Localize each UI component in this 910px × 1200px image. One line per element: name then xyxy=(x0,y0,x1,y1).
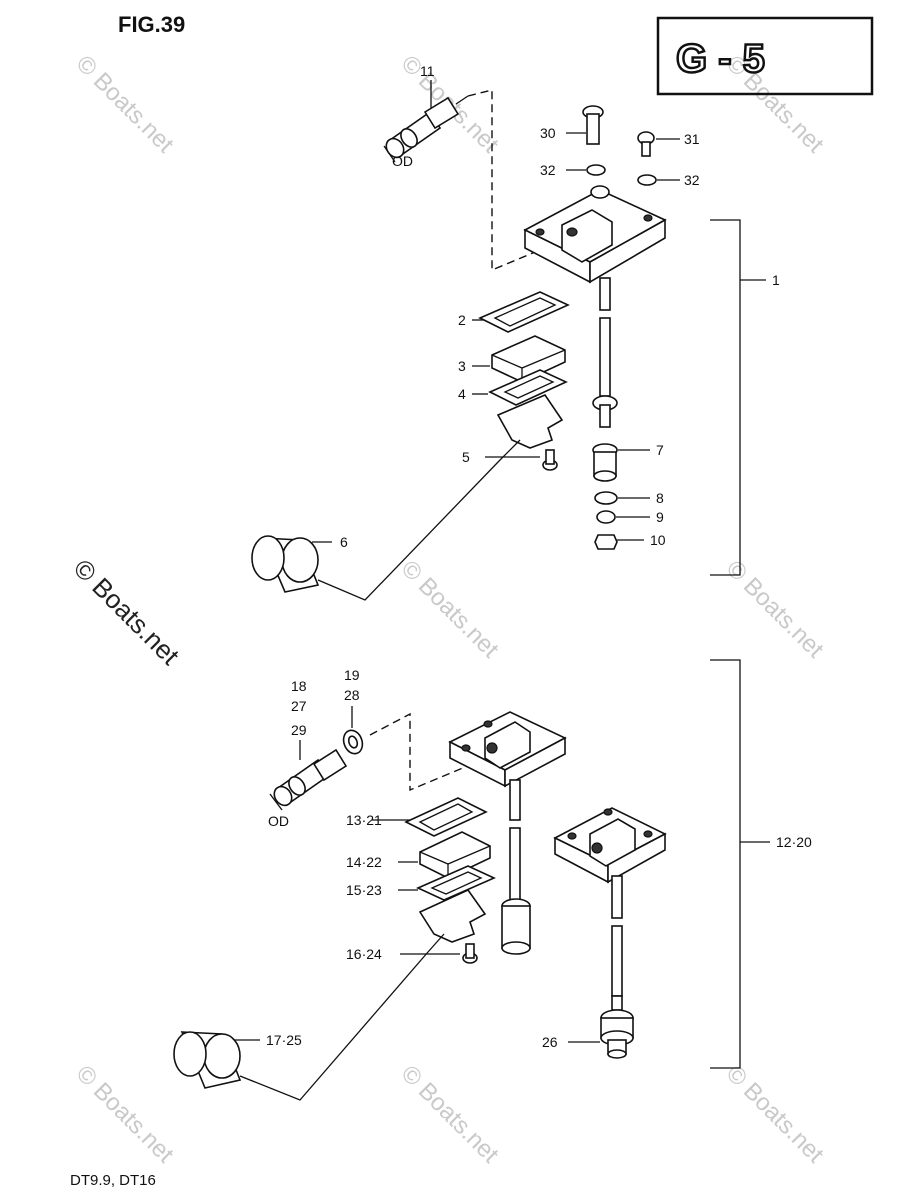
label-32-left: 32 xyxy=(540,162,556,178)
connection-line-lower xyxy=(369,712,471,792)
label-31: 31 xyxy=(684,131,700,147)
reference-box xyxy=(656,16,874,96)
label-26: 26 xyxy=(542,1034,558,1050)
sleeve-lower-left xyxy=(501,898,531,955)
washer-9 xyxy=(596,510,616,524)
float-arm-lower xyxy=(239,933,445,1101)
label-10: 10 xyxy=(650,532,666,548)
label-27: 27 xyxy=(291,698,307,714)
cover-3 xyxy=(491,335,566,383)
washer-32-left xyxy=(586,164,606,176)
label-od-lower: OD xyxy=(268,813,289,829)
label-11: 11 xyxy=(420,63,435,79)
float-6 xyxy=(251,535,320,593)
sender-cover-upper xyxy=(523,185,667,284)
figure-title: FIG.39 xyxy=(118,12,185,37)
label-7: 7 xyxy=(656,442,664,458)
label-30: 30 xyxy=(540,125,556,141)
label-28: 28 xyxy=(344,687,360,703)
label-8: 8 xyxy=(656,490,664,506)
screw-5 xyxy=(542,449,558,471)
label-17-25: 17·25 xyxy=(266,1032,302,1048)
label-32-right: 32 xyxy=(684,172,700,188)
rod-lower-right xyxy=(611,875,623,919)
sender-cover-lower-right xyxy=(553,807,667,884)
fitting-11 xyxy=(383,95,469,163)
rod-lower-left xyxy=(509,779,521,821)
screw-16-24 xyxy=(462,943,478,964)
bracket-assembly-12-20 xyxy=(710,659,741,1069)
label-14-22: 14·22 xyxy=(346,854,382,870)
reference-code: G - 5 xyxy=(676,37,765,81)
rod-upper xyxy=(599,277,611,311)
label-6: 6 xyxy=(340,534,348,550)
gasket-13-21 xyxy=(404,797,488,837)
watermark: © Boats.net xyxy=(71,1060,179,1168)
bracket-assembly-1 xyxy=(710,219,741,576)
gasket-2 xyxy=(478,291,570,333)
washer-8 xyxy=(594,491,618,505)
label-9: 9 xyxy=(656,509,664,525)
float-arm-plate xyxy=(496,394,564,449)
screw-30 xyxy=(582,105,604,145)
label-15-23: 15·23 xyxy=(346,882,382,898)
watermark: © Boats.net xyxy=(721,1060,829,1168)
float-arm-plate-lower xyxy=(418,888,487,943)
label-12-20: 12·20 xyxy=(776,834,812,850)
watermark: © Boats.net xyxy=(721,555,829,663)
label-3: 3 xyxy=(458,358,466,374)
label-5: 5 xyxy=(462,449,470,465)
watermark-prominent: © Boats.net xyxy=(68,553,186,671)
label-1: 1 xyxy=(772,272,780,288)
label-29: 29 xyxy=(291,722,307,738)
sensor-26 xyxy=(600,995,634,1059)
screw-31 xyxy=(637,131,655,157)
watermarks: © Boats.net © Boats.net © Boats.net © Bo… xyxy=(68,50,829,1168)
label-19: 19 xyxy=(344,667,360,683)
gasket-4 xyxy=(488,369,568,406)
label-od-upper: OD xyxy=(392,153,413,169)
watermark: © Boats.net xyxy=(396,555,504,663)
float-arm-upper xyxy=(317,439,521,601)
label-16-24: 16·24 xyxy=(346,946,382,962)
collar-7 xyxy=(592,443,618,482)
gasket-15-23 xyxy=(416,865,496,901)
float-17-25 xyxy=(173,1031,242,1089)
washer-32-right xyxy=(637,174,657,186)
model-applicability: DT9.9, DT16 xyxy=(70,1172,156,1189)
fitting-18-27-29 xyxy=(269,748,348,811)
watermark: © Boats.net xyxy=(396,1060,504,1168)
sender-cover-lower-left xyxy=(448,711,567,788)
label-2: 2 xyxy=(458,312,466,328)
label-4: 4 xyxy=(458,386,466,402)
label-13-21: 13·21 xyxy=(346,812,382,828)
cover-14-22 xyxy=(419,831,491,879)
label-18: 18 xyxy=(291,678,307,694)
watermark: © Boats.net xyxy=(71,50,179,158)
nut-10 xyxy=(594,534,618,550)
